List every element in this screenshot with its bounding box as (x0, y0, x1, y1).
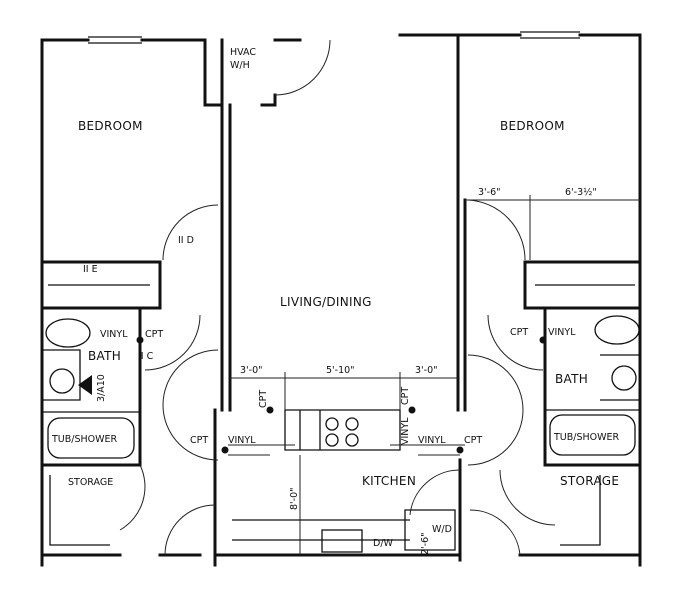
bedroom-right-label: BEDROOM (500, 119, 565, 133)
dishwasher-label: D/W (373, 538, 394, 549)
dimension-label: 3'-0" (415, 365, 438, 376)
sink-left (49, 368, 75, 394)
living-dining-label: LIVING/DINING (280, 295, 372, 309)
storage-right-label: STORAGE (560, 474, 619, 488)
floor-transition-dot (136, 336, 144, 344)
floor-transition-dot (221, 446, 229, 454)
tub-shower-left-label: TUB/SHOWER (51, 434, 118, 445)
hvac-sub-label: W/H (230, 60, 250, 71)
tub-shower-right-label: TUB/SHOWER (553, 432, 620, 443)
fixtures (45, 315, 640, 553)
door-tag-d: II D (178, 235, 194, 246)
door-swings (119, 39, 556, 556)
flooring-cpt: CPT (400, 387, 411, 405)
cooktop-burner (325, 433, 339, 447)
flooring-cpt: CPT (145, 329, 163, 340)
dimension-lines (228, 195, 640, 555)
flooring-vinyl: VINYL (400, 417, 411, 445)
flooring-vinyl: VINYL (100, 329, 128, 340)
toilet-right (594, 315, 640, 345)
floor-transition-dot (266, 406, 274, 414)
tub-right (549, 414, 636, 456)
cooktop-burner (325, 417, 339, 431)
dimension-label: 3'-0" (240, 365, 263, 376)
walls (40, 31, 642, 567)
flooring-cpt: CPT (190, 435, 208, 446)
door-tag-c: II C (138, 351, 154, 362)
section-marker-icon (78, 375, 92, 395)
kitchen-label: KITCHEN (362, 474, 416, 488)
floor-transition-dot (539, 336, 547, 344)
floor-transition-dot (456, 446, 464, 454)
flooring-vinyl: VINYL (418, 435, 446, 446)
cooktop-burner (345, 433, 359, 447)
dimension-label: 2'-6" (420, 533, 431, 556)
section-tag: 3/A10 (96, 374, 107, 402)
dimension-label: 3'-6" (478, 187, 501, 198)
dimension-label: 5'-10" (326, 365, 355, 376)
flooring-vinyl: VINYL (548, 327, 576, 338)
flooring-cpt: CPT (464, 435, 482, 446)
bedroom-left-label: BEDROOM (78, 119, 143, 133)
bath-right-label: BATH (555, 372, 588, 386)
storage-left-label: STORAGE (68, 477, 113, 488)
window-tag-e: II E (83, 264, 98, 275)
flooring-cpt: CPT (510, 327, 528, 338)
flooring-cpt: CPT (258, 390, 269, 408)
washer-dryer-label: W/D (432, 524, 452, 535)
sink-right (611, 365, 637, 391)
floor-transition-dot (408, 406, 416, 414)
dimension-label: 8'-0" (289, 488, 300, 511)
cooktop-burner (345, 417, 359, 431)
bath-left-label: BATH (88, 349, 121, 363)
flooring-vinyl: VINYL (228, 435, 256, 446)
tub-left (47, 417, 135, 459)
hvac-label: HVAC (230, 47, 256, 58)
dimension-label: 6'-3½" (565, 187, 597, 198)
toilet-left (45, 318, 91, 348)
kitchen-sink (321, 529, 363, 553)
